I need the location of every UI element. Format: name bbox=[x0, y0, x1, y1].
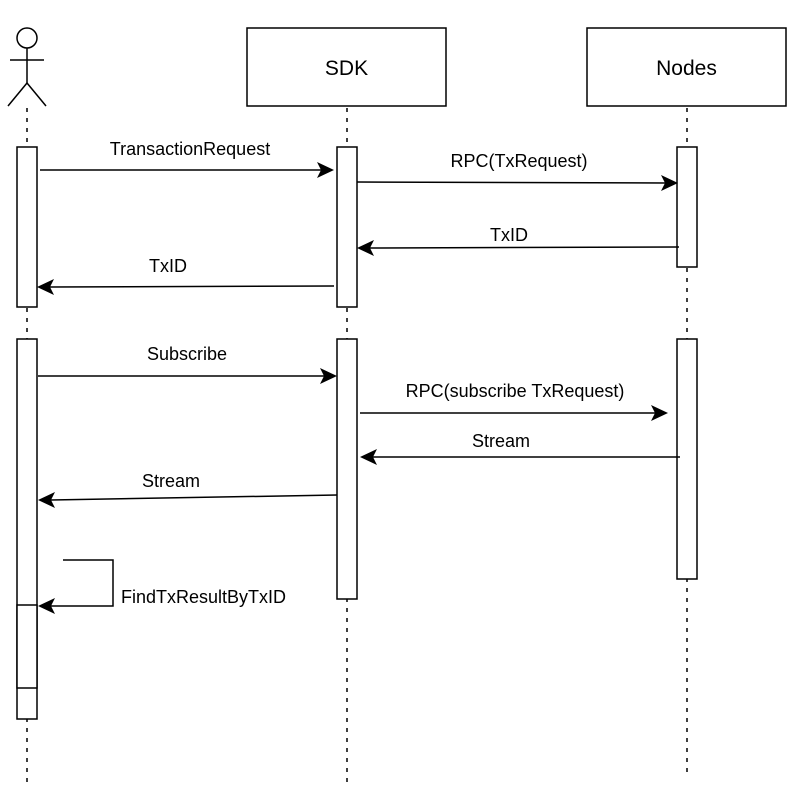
user-nested-activation bbox=[16, 604, 38, 689]
sdk-participant: SDK bbox=[246, 27, 447, 107]
sdk-activation-1 bbox=[336, 146, 358, 308]
sdk-label: SDK bbox=[325, 57, 368, 80]
message-label: Subscribe bbox=[147, 344, 227, 364]
message-label: TransactionRequest bbox=[110, 139, 270, 159]
message-rpc-txrequest: RPC(TxRequest) bbox=[356, 151, 678, 191]
message-label: Stream bbox=[472, 431, 530, 451]
message-find-tx-result-self-call: FindTxResultByTxID bbox=[38, 559, 286, 614]
message-label: FindTxResultByTxID bbox=[121, 587, 286, 607]
message-subscribe: Subscribe bbox=[38, 344, 337, 384]
user-activation-1 bbox=[16, 146, 38, 308]
nodes-label: Nodes bbox=[656, 57, 717, 80]
message-transaction-request: TransactionRequest bbox=[40, 139, 334, 178]
nodes-activation-2 bbox=[676, 338, 698, 580]
user-actor-icon bbox=[7, 27, 47, 107]
message-label: TxID bbox=[149, 256, 187, 276]
message-stream-nodes: Stream bbox=[360, 431, 680, 465]
message-label: Stream bbox=[142, 471, 200, 491]
nodes-activation-1 bbox=[676, 146, 698, 268]
message-label: TxID bbox=[490, 225, 528, 245]
message-label: RPC(subscribe TxRequest) bbox=[406, 381, 625, 401]
message-stream-sdk: Stream bbox=[38, 471, 338, 508]
message-rpc-subscribe: RPC(subscribe TxRequest) bbox=[360, 381, 668, 421]
sdk-activation-2 bbox=[336, 338, 358, 600]
message-label: RPC(TxRequest) bbox=[450, 151, 587, 171]
message-txid-reply-sdk: TxID bbox=[37, 256, 335, 295]
nodes-participant: Nodes bbox=[586, 27, 787, 107]
message-txid-reply-nodes: TxID bbox=[357, 225, 680, 256]
